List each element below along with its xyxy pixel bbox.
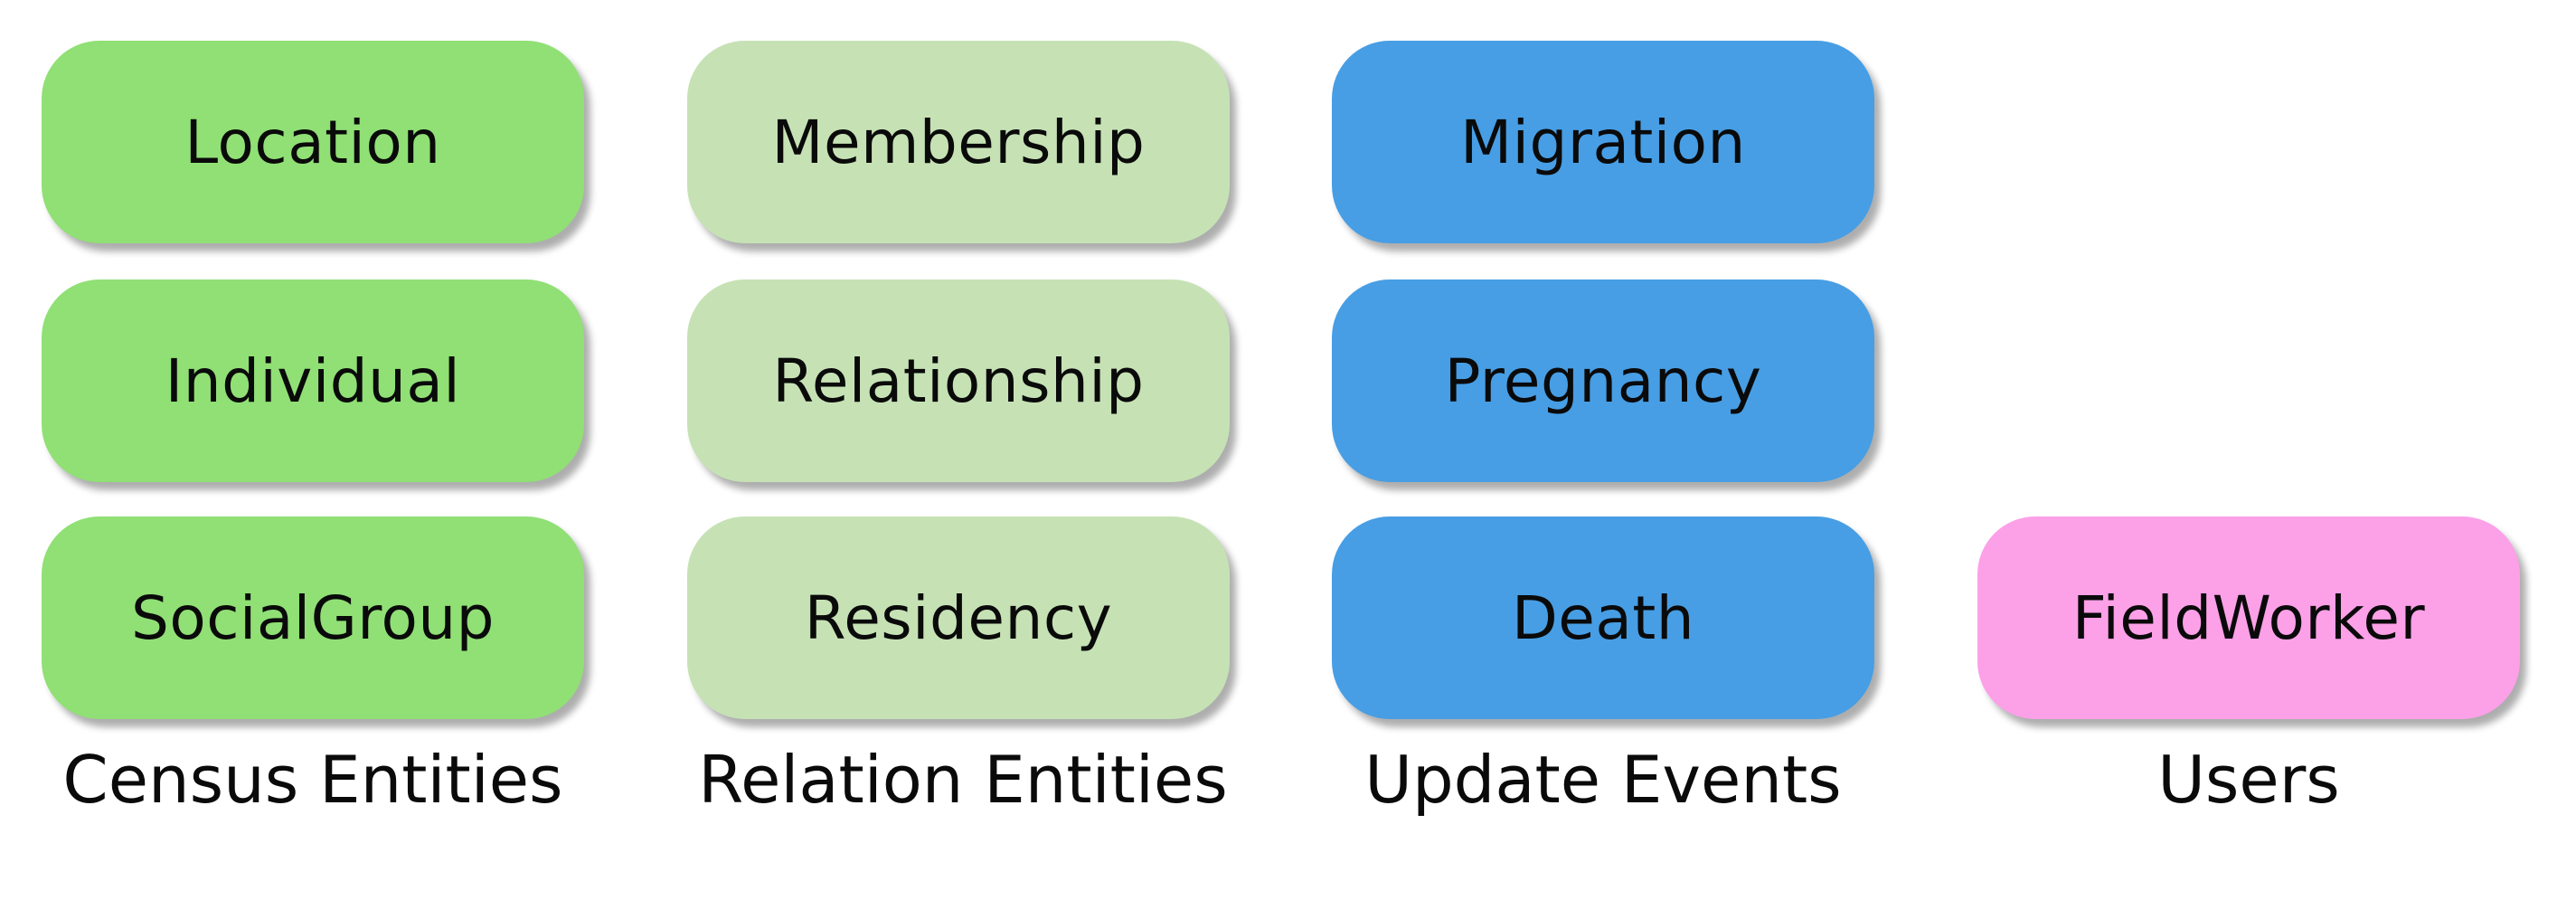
location-label: Location: [184, 107, 441, 177]
migration-box: Migration: [1332, 41, 1874, 243]
death-box: Death: [1332, 516, 1874, 719]
relation-entities-caption: Relation Entities: [698, 742, 1228, 818]
death-label: Death: [1511, 583, 1695, 653]
relationship-box: Relationship: [687, 279, 1230, 482]
users-caption: Users: [2157, 742, 2340, 818]
residency-label: Residency: [804, 583, 1113, 653]
relationship-label: Relationship: [772, 346, 1145, 416]
residency-box: Residency: [687, 516, 1230, 719]
update-events-caption: Update Events: [1364, 742, 1842, 818]
membership-label: Membership: [771, 107, 1146, 177]
fieldworker-label: FieldWorker: [2071, 583, 2426, 653]
socialgroup-label: SocialGroup: [130, 583, 495, 653]
location-box: Location: [42, 41, 584, 243]
individual-label: Individual: [165, 346, 461, 416]
pregnancy-box: Pregnancy: [1332, 279, 1874, 482]
census-entities-caption: Census Entities: [62, 742, 563, 818]
socialgroup-box: SocialGroup: [42, 516, 584, 719]
pregnancy-label: Pregnancy: [1444, 346, 1762, 416]
migration-label: Migration: [1460, 107, 1746, 177]
membership-box: Membership: [687, 41, 1230, 243]
individual-box: Individual: [42, 279, 584, 482]
fieldworker-box: FieldWorker: [1977, 516, 2520, 719]
